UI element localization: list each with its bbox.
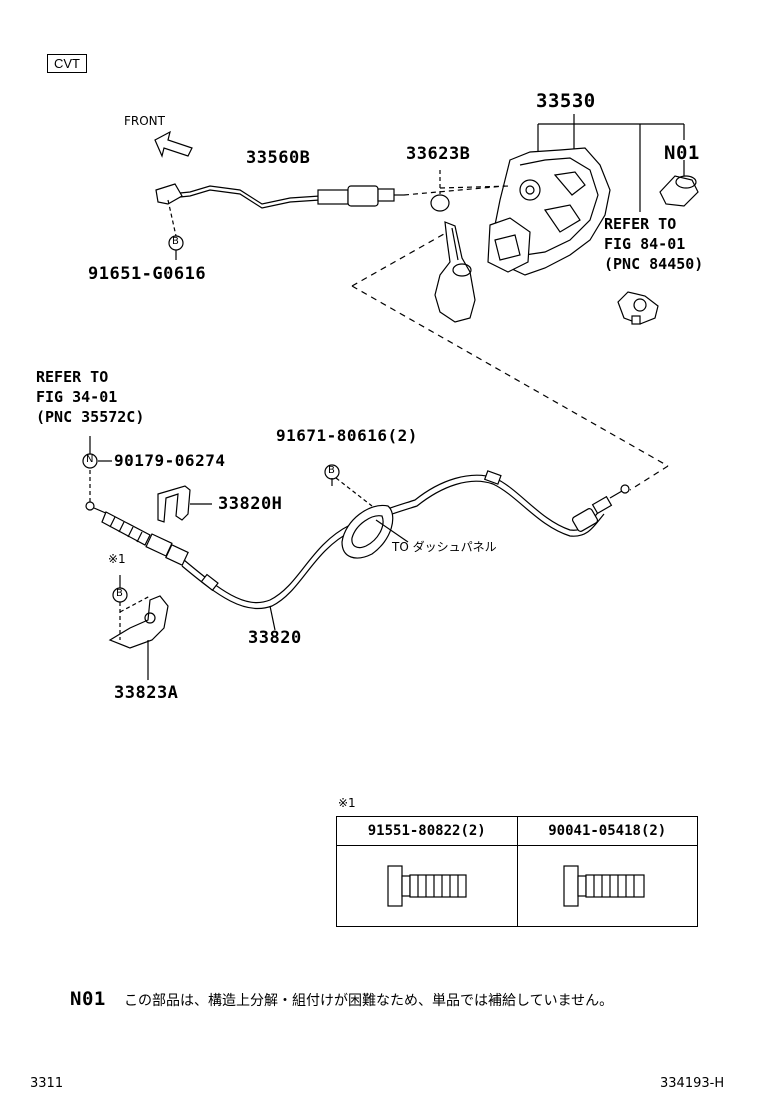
- marker-b-91651-label: B: [172, 236, 179, 247]
- part-33820H[interactable]: 33820H: [218, 494, 283, 514]
- connector-ref84-icon: [617, 291, 659, 325]
- part-90179-06274[interactable]: 90179-06274: [114, 451, 226, 470]
- front-label: FRONT: [124, 114, 165, 128]
- cap-33623B-icon: [430, 194, 450, 212]
- part-33823A[interactable]: 33823A: [114, 683, 179, 703]
- cable-33820-icon: [85, 470, 630, 610]
- footnote-code: N01: [70, 988, 106, 1010]
- footnote-text: この部品は、構造上分解・組付けが困難なため、単品では補給していません。: [124, 993, 614, 1009]
- part-91671-80616[interactable]: 91671-80616(2): [276, 426, 418, 445]
- table-col-91551[interactable]: 91551-80822(2): [336, 816, 518, 846]
- table-note-mark: ※1: [338, 796, 356, 810]
- refer-fig-84[interactable]: REFER TO FIG 84-01 (PNC 84450): [604, 215, 704, 273]
- refer-fig-34[interactable]: REFER TO FIG 34-01 (PNC 35572C): [36, 368, 145, 426]
- part-33530[interactable]: 33530: [536, 90, 596, 112]
- part-33560B[interactable]: 33560B: [246, 148, 311, 168]
- footer-right: 334193-H: [660, 1076, 725, 1091]
- table-cell-bolt-2: [516, 845, 698, 927]
- front-arrow-icon: [154, 130, 193, 158]
- cable-33560B-icon: [155, 183, 506, 260]
- marker-b-33823A-label: B: [116, 588, 123, 599]
- switch-n01-icon: [659, 160, 699, 207]
- cvt-badge: CVT: [47, 54, 87, 73]
- shift-lever-assembly-icon: [434, 147, 611, 323]
- marker-b-91651-icon: [168, 235, 184, 251]
- marker-b-91671-label: B: [328, 465, 335, 476]
- to-dash-panel-label: TO ダッシュパネル: [392, 540, 497, 554]
- fastener-table: 91551-80822(2) 90041-05418(2): [336, 816, 698, 927]
- clip-33820H-icon: [157, 485, 191, 523]
- footer-left: 3311: [30, 1076, 64, 1091]
- leader-33530: [537, 114, 685, 212]
- part-N01[interactable]: N01: [664, 142, 700, 164]
- marker-n-90179-label: N: [86, 454, 94, 465]
- table-cell-bolt-1: [336, 845, 518, 927]
- bracket-33823A-icon: [108, 595, 169, 680]
- marker-b-91671-icon: [324, 464, 340, 480]
- note-mark-1: ※1: [108, 552, 126, 566]
- part-33820[interactable]: 33820: [248, 628, 302, 648]
- part-33623B[interactable]: 33623B: [406, 144, 471, 164]
- part-91651-G0616[interactable]: 91651-G0616: [88, 264, 207, 284]
- table-col-90041[interactable]: 90041-05418(2): [516, 816, 698, 846]
